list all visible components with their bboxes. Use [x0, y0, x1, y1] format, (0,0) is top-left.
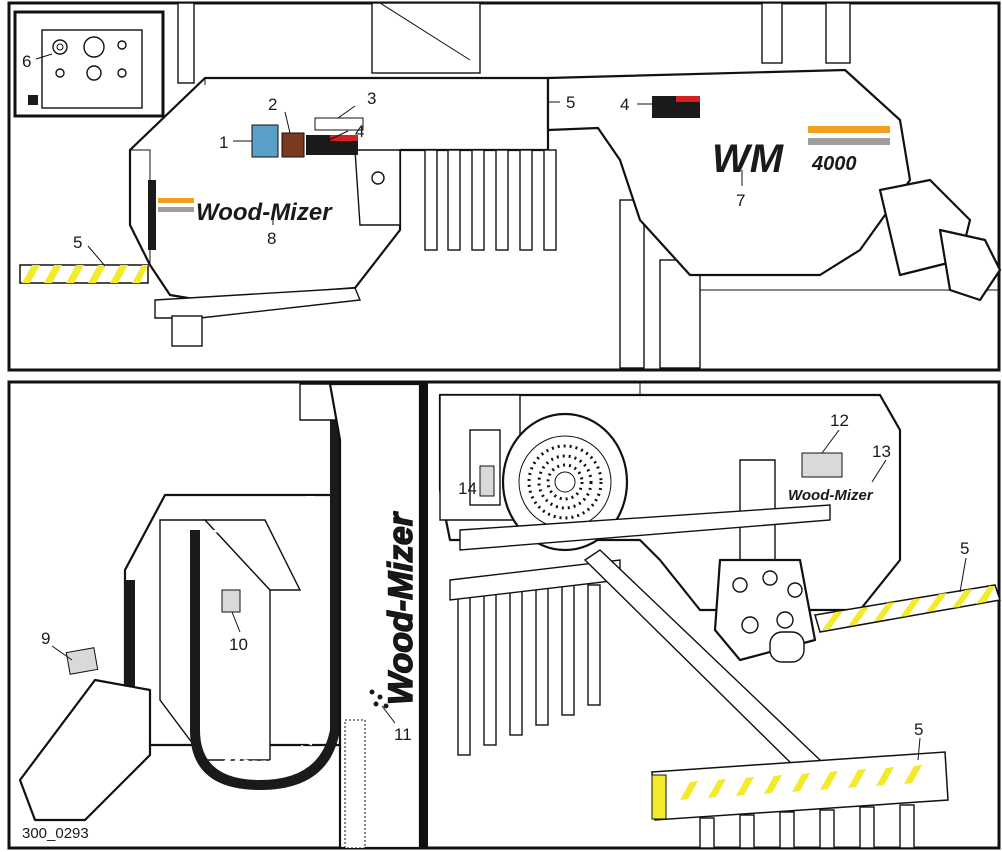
model-number: 4000 — [811, 153, 857, 175]
right-wheel-housing — [546, 68, 912, 277]
blade-guide-rollers-rear — [449, 559, 621, 756]
safety-bar-bottom-right — [814, 584, 1001, 633]
callout-4-right: 4 — [620, 95, 629, 114]
callout-12: 12 — [830, 411, 849, 430]
callout-5-divider: 5 — [566, 93, 575, 112]
label-plate-14 — [479, 465, 495, 497]
callout-3: 3 — [367, 89, 376, 108]
blade-guard-flap — [354, 149, 401, 226]
top-callouts: 1 2 3 4 4 5 5 6 7 8 — [22, 52, 745, 252]
wood-mizer-logo-top: Wood-Mizer — [158, 198, 333, 226]
chute-spout — [938, 228, 1002, 302]
callout-2: 2 — [268, 95, 277, 114]
callout-10: 10 — [229, 635, 248, 654]
housing-base — [154, 287, 362, 319]
callout-7: 7 — [736, 191, 745, 210]
wm-4000-logo: WM 4000 — [712, 126, 890, 181]
callout-14: 14 — [458, 479, 477, 498]
decal-1 — [251, 124, 279, 158]
bottom-callout-leaders — [51, 429, 967, 761]
callout-13: 13 — [872, 442, 891, 461]
callout-5-bottom-bar: 5 — [914, 720, 923, 739]
hydraulic-valve-block — [713, 558, 817, 663]
decal-3 — [314, 117, 364, 131]
brand-text-top: Wood-Mizer — [196, 199, 333, 226]
figure-code: 300_0293 — [22, 825, 89, 842]
callout-9: 9 — [41, 629, 50, 648]
table-posts — [699, 804, 915, 849]
brand-text-small: Wood-Mizer — [788, 487, 874, 504]
cable-carrier-chain — [190, 420, 340, 790]
callout-8: 8 — [267, 229, 276, 248]
label-plate-9 — [65, 647, 99, 675]
top-panel: Wood-Mizer WM 4000 — [7, 1, 1002, 372]
sawdust-chute-rear — [18, 678, 152, 822]
frame-posts — [177, 2, 999, 369]
mast-bolts — [369, 689, 389, 709]
decal-2 — [281, 132, 305, 158]
safety-bar-bottom — [651, 751, 949, 849]
model-logo: WM — [712, 137, 785, 181]
left-wheel-housing — [128, 76, 550, 302]
top-callout-leaders — [35, 53, 743, 267]
control-panel-inset — [13, 10, 165, 118]
callout-11: 11 — [394, 725, 412, 744]
housing-hinge — [148, 180, 156, 250]
callout-1: 1 — [219, 133, 228, 152]
label-plate-10 — [221, 589, 241, 613]
callout-4-left: 4 — [355, 122, 364, 141]
bottom-panel: Wood-Mizer Wood-Mizer — [7, 380, 1001, 850]
callout-5-bar: 5 — [73, 233, 82, 252]
drive-motor — [439, 394, 629, 552]
blade-guide-rollers — [424, 149, 557, 251]
brand-text-vertical: Wood-Mizer — [382, 511, 420, 705]
label-plate-12 — [801, 452, 843, 478]
decal-group-left — [251, 117, 364, 158]
bottom-callouts: 5 5 9 10 11 12 13 14 — [41, 411, 969, 744]
callout-6: 6 — [22, 52, 31, 71]
safety-bar-top-left — [19, 264, 149, 284]
callout-5-right-bar: 5 — [960, 539, 969, 558]
